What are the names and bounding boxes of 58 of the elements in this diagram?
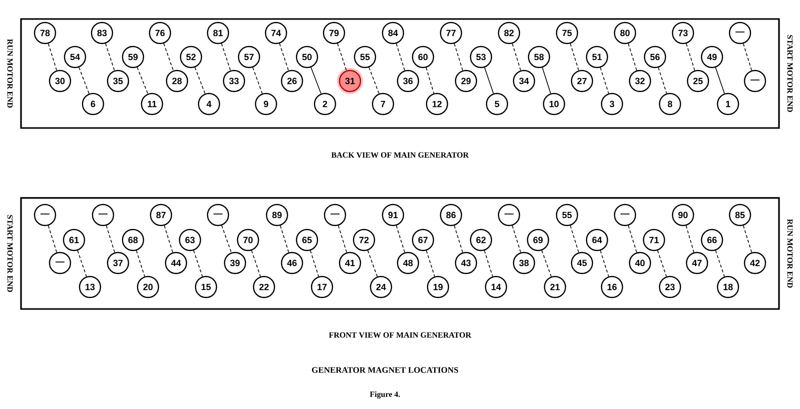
connector-line	[136, 250, 146, 277]
connector-line	[337, 43, 347, 71]
connector-line	[194, 66, 206, 94]
connector-line	[454, 43, 464, 71]
connector-line	[106, 225, 116, 253]
node-label: BACK VIEW OF MAIN GENERATOR	[331, 152, 469, 158]
connector-line	[686, 225, 694, 253]
connector-line	[368, 66, 380, 94]
side-label: START MOTOR END	[7, 215, 13, 292]
connector-line	[310, 66, 322, 94]
connector-line	[280, 225, 290, 253]
connector-line	[542, 67, 552, 94]
connector-line	[221, 225, 232, 253]
connector-line	[657, 250, 667, 277]
connector-line	[163, 43, 174, 71]
connector-line	[512, 43, 522, 71]
connector-line	[48, 225, 58, 253]
connector-line	[78, 66, 90, 94]
connector-line	[600, 250, 610, 277]
connector-line	[77, 250, 87, 277]
side-label: RUN MOTOR END	[7, 39, 13, 108]
connector-line	[512, 225, 522, 253]
connector-line	[279, 43, 289, 71]
connector-line	[338, 225, 348, 253]
connector-line	[105, 43, 115, 71]
connector-line	[600, 67, 610, 94]
caption: Figure 4.	[370, 391, 400, 399]
connector-line	[426, 250, 436, 277]
side-label: RUN MOTOR END	[787, 219, 793, 288]
title: GENERATOR MAGNET LOCATIONS	[312, 367, 458, 373]
connector-line	[715, 250, 725, 277]
node-label: FRONT VIEW OF MAIN GENERATOR	[328, 332, 472, 338]
connector-line	[48, 43, 58, 71]
connector-line	[686, 43, 696, 71]
connector-line	[164, 225, 174, 253]
connector-line	[396, 225, 406, 253]
connector-line	[742, 43, 752, 71]
connector-line	[570, 225, 580, 253]
connector-line	[541, 250, 552, 277]
connector-line	[454, 225, 464, 253]
connector-line	[658, 67, 668, 94]
connector-line	[396, 43, 406, 71]
connector-line	[715, 67, 725, 94]
connector-line	[628, 43, 638, 71]
connector-line	[367, 250, 378, 277]
connector-line	[193, 250, 203, 277]
connector-line	[484, 250, 494, 277]
connector-line	[221, 43, 231, 71]
connector-line	[570, 43, 580, 71]
connector-line	[251, 250, 261, 277]
connector-line	[252, 67, 263, 94]
connector-line	[426, 67, 434, 94]
connector-line	[484, 67, 494, 94]
connector-line	[742, 225, 752, 253]
side-label: START MOTOR END	[787, 35, 793, 112]
connector-line	[628, 225, 638, 253]
connector-line	[136, 66, 148, 94]
connector-line	[310, 250, 320, 277]
